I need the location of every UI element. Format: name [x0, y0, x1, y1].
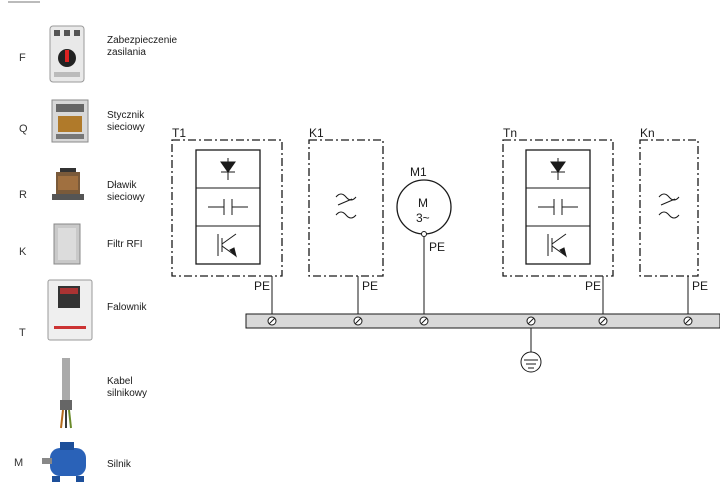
- ac-wave-icon: [335, 193, 357, 201]
- ac-wave-icon-n: [658, 193, 680, 201]
- pe-label-tn: PE: [585, 279, 601, 293]
- inverter-tn: [502, 139, 614, 277]
- inverter-t1: [171, 139, 283, 277]
- terminal-screw-icon: [267, 316, 693, 326]
- capacitor-icon-n: [538, 199, 578, 215]
- electric-motor-photo: [42, 442, 86, 482]
- rectifier-diode-icon: [220, 158, 236, 180]
- ac-wave-icon-n2: [658, 211, 680, 219]
- pe-busbar: [245, 313, 720, 329]
- label-m1: M1: [410, 165, 427, 179]
- label-kn: Kn: [640, 126, 655, 140]
- contactor-photo: [51, 99, 89, 143]
- igbt-transistor-icon: [217, 233, 237, 258]
- filter-kn: [639, 139, 699, 277]
- ground-icon: [520, 328, 542, 373]
- legend-letter-q: Q: [19, 123, 28, 135]
- legend-label-filter: Filtr RFI: [107, 239, 143, 250]
- legend-label-contactor: Stycznik sieciowy: [107, 110, 145, 133]
- label-tn: Tn: [503, 126, 517, 140]
- legend-letter-r: R: [19, 189, 27, 201]
- legend-label-motor: Silnik: [107, 459, 131, 470]
- ac-wave-icon-2: [335, 211, 357, 219]
- capacitor-icon: [208, 199, 248, 215]
- legend-label-reactor: Dławik sieciowy: [107, 180, 145, 203]
- legend-label-breaker: Zabezpieczenie zasilania: [107, 35, 178, 58]
- label-t1: T1: [172, 126, 186, 140]
- igbt-transistor-icon-n: [547, 233, 567, 258]
- pe-label-t1: PE: [254, 279, 270, 293]
- motor-symbol: M: [418, 196, 428, 210]
- pe-label-kn: PE: [692, 279, 708, 293]
- legend-letter-f: F: [19, 52, 26, 64]
- motor-m1: [396, 179, 452, 237]
- motor-phases: 3~: [416, 211, 430, 225]
- circuit-breaker-photo: [49, 25, 85, 83]
- pe-label-k1: PE: [362, 279, 378, 293]
- legend-letter-k: K: [19, 246, 27, 258]
- label-k1: K1: [309, 126, 324, 140]
- legend-label-inverter: Falownik: [107, 302, 147, 313]
- legend-letter-m: M: [14, 457, 24, 469]
- filter-k1: [308, 139, 384, 277]
- rectifier-diode-icon-n: [550, 158, 566, 180]
- legend-letter-t: T: [19, 327, 26, 339]
- pe-label-m1: PE: [429, 240, 445, 254]
- rfi-filter-photo: [53, 223, 81, 265]
- motor-cable-photo: [60, 358, 72, 429]
- line-reactor-photo: [52, 168, 84, 200]
- frequency-inverter-photo: [47, 279, 93, 341]
- legend-label-cable: Kabel silnikowy: [107, 376, 148, 399]
